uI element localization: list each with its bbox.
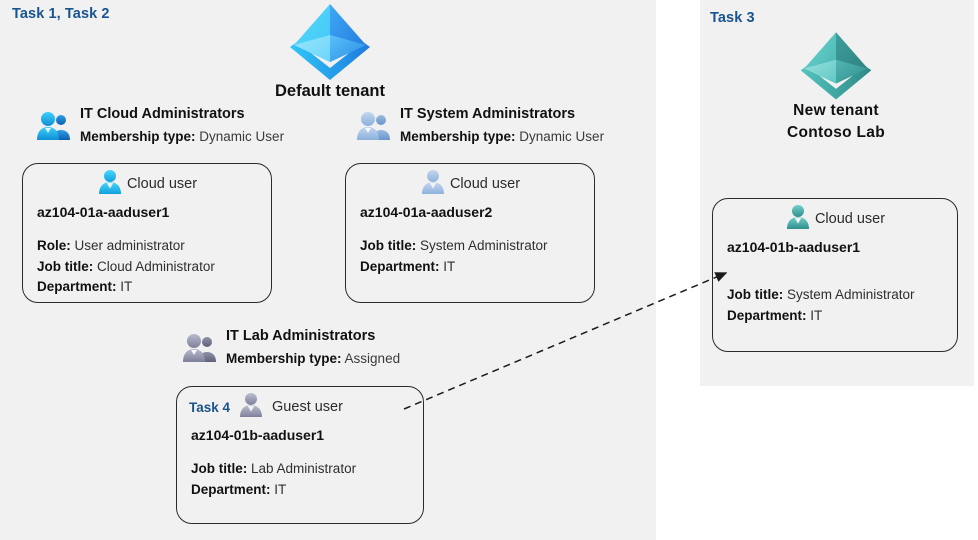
task-label-new-tenant: Task 3 <box>710 10 755 26</box>
cloud-user-icon <box>785 204 811 235</box>
property-label: Role: <box>37 238 71 253</box>
property-row: Department: IT <box>727 306 957 327</box>
property-label: Job title: <box>191 461 248 476</box>
group-membership-type: Membership type: Dynamic User <box>80 126 284 148</box>
guest-user-icon <box>238 392 264 423</box>
user-properties: Role: User administrator Job title: Clou… <box>23 220 271 298</box>
card-header: Task 4 Guest user <box>177 387 423 421</box>
property-row: Department: IT <box>360 257 594 278</box>
group-users-icon <box>356 111 392 146</box>
user-type-label: Guest user <box>272 399 343 415</box>
property-label: Department: <box>727 307 807 323</box>
group-membership-type: Membership type: Assigned <box>226 348 400 370</box>
user-principal-name: az104-01b-aaduser1 <box>727 239 861 255</box>
property-label: Job title: <box>727 287 784 302</box>
task-label-default-tenant: Task 1, Task 2 <box>12 6 110 22</box>
user-properties: Job title: Lab Administrator Department:… <box>177 443 423 500</box>
default-tenant-name: Default tenant <box>274 82 385 100</box>
property-value: IT <box>120 279 133 295</box>
membership-type-value: Dynamic User <box>199 128 285 144</box>
user-principal-name: az104-01a-aaduser2 <box>360 204 493 220</box>
user-card-guest-az104-01b-aaduser1[interactable]: Task 4 Guest user az104-01b-aaduser1 Job… <box>176 386 424 524</box>
group-users-icon <box>182 333 218 368</box>
property-label: Job title: <box>360 238 417 253</box>
card-header: Cloud user <box>23 164 271 198</box>
property-row: Job title: System Administrator <box>360 236 594 257</box>
group-it-cloud-administrators[interactable]: IT Cloud Administrators Membership type:… <box>36 104 284 147</box>
user-type-label: Cloud user <box>449 176 521 192</box>
user-card-new-tenant-az104-01b-aaduser1[interactable]: Cloud user az104-01b-aaduser1 Job title:… <box>712 198 958 352</box>
membership-type-value: Dynamic User <box>519 128 605 144</box>
card-header: Cloud user <box>713 199 957 233</box>
new-tenant-block: New tenant Contoso Lab <box>726 30 946 145</box>
group-name: IT Cloud Administrators <box>80 106 245 122</box>
property-value: System Administrator <box>420 238 548 253</box>
property-row: Department: IT <box>37 277 271 298</box>
property-label: Department: <box>191 481 271 497</box>
property-row: Department: IT <box>191 480 423 501</box>
azure-tenant-pyramid-icon <box>290 4 370 80</box>
property-row: Job title: System Administrator <box>727 285 957 306</box>
membership-type-label: Membership type: <box>80 128 196 144</box>
user-principal-name: az104-01a-aaduser1 <box>37 204 170 220</box>
user-card-az104-01a-aaduser1[interactable]: Cloud user az104-01a-aaduser1 Role: User… <box>22 163 272 303</box>
property-value: System Administrator <box>787 287 915 302</box>
property-value: Lab Administrator <box>251 461 357 476</box>
group-it-lab-administrators[interactable]: IT Lab Administrators Membership type: A… <box>182 326 400 369</box>
property-value: IT <box>274 481 287 497</box>
user-principal-name: az104-01b-aaduser1 <box>191 427 325 443</box>
cloud-user-icon <box>420 169 446 200</box>
user-type-label: Cloud user <box>126 176 198 192</box>
group-name: IT System Administrators <box>400 106 576 122</box>
group-users-icon <box>36 111 72 146</box>
property-label: Department: <box>360 258 440 274</box>
group-it-system-administrators[interactable]: IT System Administrators Membership type… <box>356 104 604 147</box>
user-card-az104-01a-aaduser2[interactable]: Cloud user az104-01a-aaduser2 Job title:… <box>345 163 595 303</box>
default-tenant-block: Default tenant <box>230 2 430 104</box>
cloud-user-icon <box>97 169 123 200</box>
membership-type-label: Membership type: <box>400 128 516 144</box>
card-header: Cloud user <box>346 164 594 198</box>
property-value: Cloud Administrator <box>97 258 215 274</box>
property-label: Department: <box>37 279 117 295</box>
group-name: IT Lab Administrators <box>226 328 376 344</box>
property-row: Job title: Lab Administrator <box>191 459 423 480</box>
membership-type-value: Assigned <box>344 350 401 366</box>
user-properties: Job title: System Administrator Departme… <box>346 220 594 277</box>
property-row: Role: User administrator <box>37 236 271 257</box>
group-membership-type: Membership type: Dynamic User <box>400 126 604 148</box>
card-task-label: Task 4 <box>189 399 231 415</box>
property-value: User administrator <box>74 238 185 253</box>
azure-tenant-pyramid-icon <box>800 32 872 100</box>
user-properties: Job title: System Administrator Departme… <box>713 255 957 326</box>
property-label: Job title: <box>37 258 94 274</box>
user-type-label: Cloud user <box>814 211 886 227</box>
new-tenant-name-line1: New tenant <box>793 102 879 119</box>
property-value: IT <box>443 258 456 274</box>
membership-type-label: Membership type: <box>226 350 342 366</box>
property-row: Job title: Cloud Administrator <box>37 257 271 278</box>
new-tenant-name-line2: Contoso Lab <box>786 124 885 142</box>
property-value: IT <box>810 307 823 323</box>
